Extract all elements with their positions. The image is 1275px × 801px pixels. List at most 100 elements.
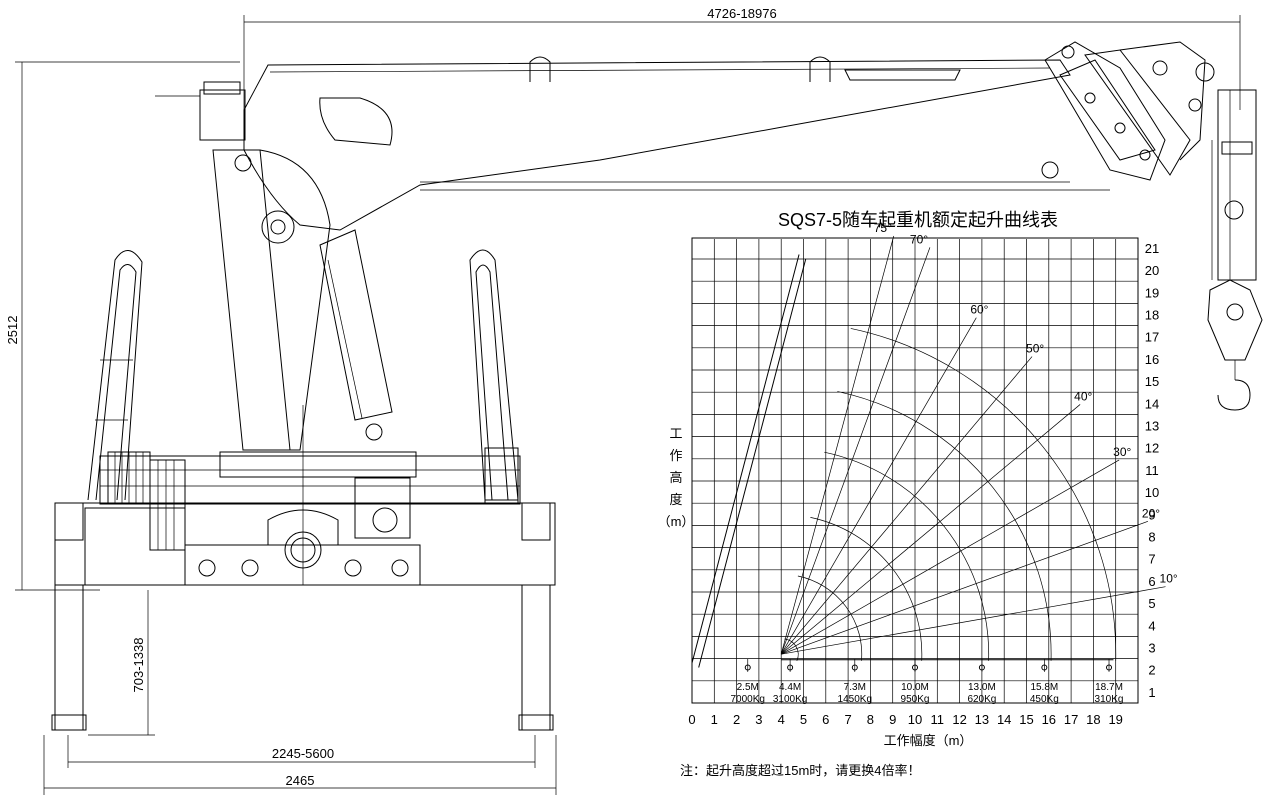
x-tick-label: 12 bbox=[952, 712, 966, 727]
y-tick-label: 10 bbox=[1145, 485, 1159, 500]
y-tick-label: 15 bbox=[1145, 374, 1159, 389]
y-tick-label: 14 bbox=[1145, 396, 1159, 411]
x-tick-label: 0 bbox=[688, 712, 695, 727]
load-points: 2.5M7000Kg4.4M3100Kg7.3M1450Kg10.0M950Kg… bbox=[731, 658, 1124, 705]
y-tick-label: 8 bbox=[1148, 530, 1155, 545]
y-label-char: 度 bbox=[669, 492, 682, 507]
x-tick-label: 19 bbox=[1108, 712, 1122, 727]
x-tick-label: 5 bbox=[800, 712, 807, 727]
x-tick-label: 13 bbox=[975, 712, 989, 727]
y-tick-label: 5 bbox=[1148, 596, 1155, 611]
y-label-char: 高 bbox=[669, 470, 682, 485]
load-marker bbox=[744, 664, 751, 671]
angle-line bbox=[780, 356, 1033, 655]
chart-grid bbox=[692, 239, 1138, 703]
radius-label: 7.3M bbox=[844, 682, 866, 693]
load-arcs bbox=[784, 328, 1117, 661]
y-tick-label: 19 bbox=[1145, 285, 1159, 300]
y-label-char: 工 bbox=[669, 426, 682, 441]
load-marker bbox=[1106, 664, 1113, 671]
y-label-char: （m） bbox=[658, 514, 695, 529]
angle-label: 20° bbox=[1142, 506, 1160, 520]
angle-line bbox=[780, 317, 977, 655]
dim-left-height: 2512 bbox=[5, 316, 20, 345]
y-tick-label: 21 bbox=[1145, 241, 1159, 256]
angle-line bbox=[780, 235, 895, 655]
dimension-lines: 4726-18976 2512 703-1338 2245-5600 2465 bbox=[5, 6, 1241, 795]
chart-note: 注：起升高度超过15m时，请更换4倍率！ bbox=[680, 763, 921, 778]
radius-label: 10.0M bbox=[901, 682, 929, 693]
y-tick-label: 7 bbox=[1148, 552, 1155, 567]
y-tick-label: 18 bbox=[1145, 308, 1159, 323]
load-marker bbox=[978, 664, 985, 671]
x-axis-label: 工作幅度（m） bbox=[884, 733, 973, 748]
radius-label: 15.8M bbox=[1030, 682, 1058, 693]
y-tick-label: 1 bbox=[1148, 685, 1155, 700]
angle-label: 60° bbox=[970, 303, 988, 317]
x-tick-label: 9 bbox=[889, 712, 896, 727]
x-tick-label: 3 bbox=[755, 712, 762, 727]
load-marker bbox=[912, 664, 918, 671]
load-arc bbox=[784, 638, 799, 661]
y-tick-label: 17 bbox=[1145, 330, 1159, 345]
angle-label: 10° bbox=[1160, 572, 1178, 586]
y-label-char: 作 bbox=[669, 448, 682, 463]
angle-label: 30° bbox=[1113, 445, 1131, 459]
x-tick-label: 18 bbox=[1086, 712, 1100, 727]
load-label: 7000Kg bbox=[731, 694, 765, 705]
x-tick-label: 2 bbox=[733, 712, 740, 727]
x-tick-label: 6 bbox=[822, 712, 829, 727]
angle-label: 40° bbox=[1074, 389, 1092, 403]
load-arc bbox=[837, 391, 1052, 661]
crane-body bbox=[51, 41, 1263, 731]
y-tick-label: 13 bbox=[1145, 419, 1159, 434]
y-tick-label: 2 bbox=[1148, 663, 1155, 678]
y-tick-label: 12 bbox=[1145, 441, 1159, 456]
load-label: 450Kg bbox=[1030, 694, 1059, 705]
x-tick-label: 1 bbox=[711, 712, 718, 727]
radius-label: 18.7M bbox=[1095, 682, 1123, 693]
x-tick-label: 11 bbox=[931, 712, 945, 727]
x-tick-label: 16 bbox=[1042, 712, 1056, 727]
angle-line bbox=[780, 404, 1081, 655]
load-arc bbox=[810, 517, 923, 661]
angle-line bbox=[780, 247, 931, 655]
load-label: 620Kg bbox=[967, 694, 996, 705]
angle-line bbox=[781, 520, 1149, 655]
y-tick-label: 3 bbox=[1148, 641, 1155, 656]
boom-line bbox=[691, 254, 800, 664]
load-arc bbox=[850, 328, 1117, 661]
x-tick-label: 4 bbox=[778, 712, 785, 727]
load-marker bbox=[787, 664, 794, 671]
load-marker bbox=[1041, 664, 1048, 671]
dim-span-inner: 2245-5600 bbox=[272, 746, 334, 761]
y-tick-label: 9 bbox=[1148, 507, 1155, 522]
angle-label: 50° bbox=[1026, 342, 1044, 356]
load-label: 3100Kg bbox=[773, 694, 807, 705]
load-marker bbox=[851, 664, 858, 671]
load-label: 310Kg bbox=[1095, 694, 1124, 705]
dim-leg: 703-1338 bbox=[131, 638, 146, 693]
angle-line bbox=[781, 459, 1120, 655]
y-tick-label: 20 bbox=[1145, 263, 1159, 278]
angle-line bbox=[781, 586, 1166, 655]
angle-label: 75° bbox=[874, 221, 892, 235]
radius-label: 2.5M bbox=[737, 682, 759, 693]
x-tick-label: 10 bbox=[908, 712, 922, 727]
y-tick-label: 16 bbox=[1145, 352, 1159, 367]
dim-top: 4726-18976 bbox=[707, 6, 776, 21]
angle-lines: 75°70°60°50°40°30°20°10° bbox=[691, 221, 1178, 668]
x-tick-label: 7 bbox=[844, 712, 851, 727]
load-arc bbox=[824, 451, 989, 661]
load-arc bbox=[797, 575, 863, 661]
radius-label: 4.4M bbox=[779, 682, 801, 693]
dim-span-outer: 2465 bbox=[286, 773, 315, 788]
x-tick-label: 14 bbox=[997, 712, 1011, 727]
boom-line bbox=[698, 258, 807, 668]
